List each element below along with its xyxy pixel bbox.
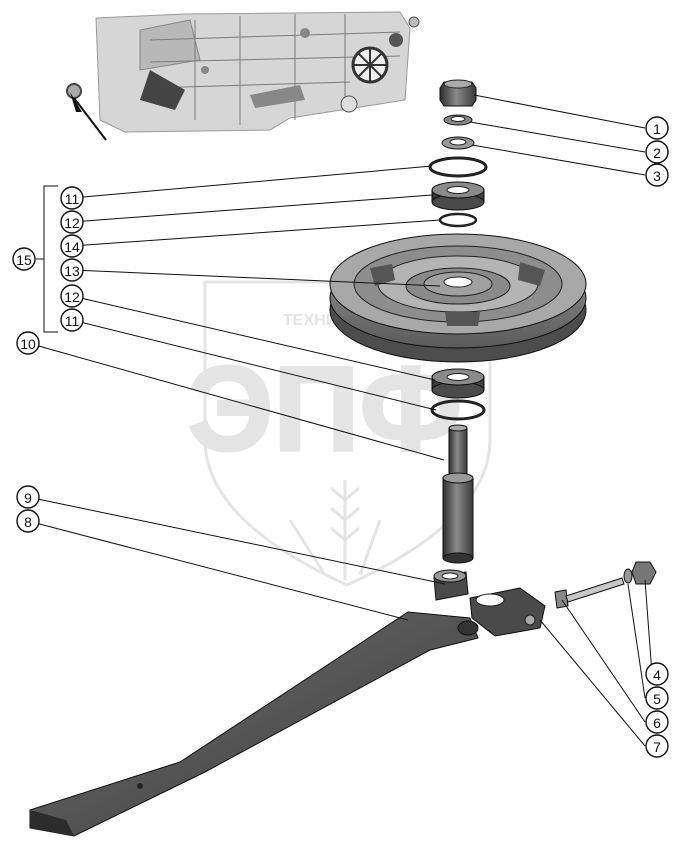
callout-c1: 1 [645, 116, 669, 140]
callout-circle [16, 331, 40, 355]
callout-c8: 8 [16, 509, 40, 533]
watermark-shield [203, 280, 492, 587]
callout-circle [645, 662, 669, 686]
bracket-15 [36, 185, 58, 333]
part-clamp-half-9 [433, 569, 469, 601]
part-bolt-6 [554, 577, 625, 609]
part-arm-8 [29, 611, 479, 837]
callout-number: 12 [64, 215, 80, 231]
part-pulley-13 [329, 233, 587, 363]
callout-circle [12, 247, 36, 271]
callout-number: 11 [65, 313, 80, 329]
thumbnail-pointer-arrow [73, 97, 107, 141]
callout-circle [645, 140, 669, 164]
callout-c11a: 11 [60, 186, 84, 210]
part-clamp-7 [469, 587, 546, 637]
callout-number: 6 [653, 715, 661, 731]
part-nut-4 [631, 561, 657, 585]
callout-number: 15 [16, 252, 32, 268]
callout-c13: 13 [60, 258, 84, 282]
callout-number: 3 [653, 168, 661, 184]
part-bearing-12-bottom [431, 368, 485, 399]
callout-circle [60, 234, 84, 258]
part-spacer-ring-14 [438, 212, 478, 228]
callout-number: 14 [64, 239, 80, 255]
part-retaining-ring-11-bottom [430, 399, 486, 421]
part-washer-5 [623, 568, 633, 584]
part-retaining-ring-11-top [428, 156, 488, 178]
callout-c9: 9 [16, 485, 40, 509]
callout-circle [60, 258, 84, 282]
callout-c4: 4 [645, 662, 669, 686]
part-bearing-12-top [431, 181, 485, 211]
callout-circle [645, 734, 669, 758]
callout-c12b: 12 [60, 284, 84, 308]
callout-number: 8 [24, 514, 32, 530]
callout-c15: 15 [12, 247, 36, 271]
thumbnail-highlight-marker [66, 83, 82, 99]
part-washer-3 [441, 136, 475, 150]
part-nut-1 [439, 79, 477, 107]
callout-circle [645, 710, 669, 734]
callout-circle [645, 116, 669, 140]
callout-number: 10 [20, 336, 36, 352]
callout-c7: 7 [645, 734, 669, 758]
callout-c10: 10 [16, 331, 40, 355]
callout-c11b: 11 [60, 308, 84, 332]
part-axle-10 [442, 424, 474, 564]
callout-c14: 14 [60, 234, 84, 258]
callout-circle [645, 163, 669, 187]
callout-number: 13 [64, 263, 80, 279]
callout-number: 5 [653, 691, 661, 707]
callout-circle [16, 509, 40, 533]
callout-number: 1 [653, 121, 661, 137]
watermark-letters: ЭПФ [188, 342, 462, 476]
callout-circle [645, 686, 669, 710]
callout-c2: 2 [645, 140, 669, 164]
callout-number: 4 [653, 667, 661, 683]
callout-c5: 5 [645, 686, 669, 710]
callout-number: 2 [653, 145, 661, 161]
callout-circle [60, 186, 84, 210]
callout-number: 11 [65, 191, 80, 207]
callout-number: 7 [653, 739, 661, 755]
callout-number: 9 [24, 490, 32, 506]
leader-lines [27, 94, 653, 747]
callout-c12a: 12 [60, 210, 84, 234]
callout-c3: 3 [645, 163, 669, 187]
combine-overview-thumbnail [66, 11, 420, 141]
watermark-wheat-icon [288, 480, 382, 580]
callout-circle [60, 308, 84, 332]
callout-number: 12 [64, 289, 80, 305]
watermark: ТЕХНИКА ЭПФ [187, 280, 492, 587]
callout-circle [60, 210, 84, 234]
callout-c6: 6 [645, 710, 669, 734]
part-washer-2 [443, 114, 473, 126]
callout-circle [16, 485, 40, 509]
callout-circle [60, 284, 84, 308]
